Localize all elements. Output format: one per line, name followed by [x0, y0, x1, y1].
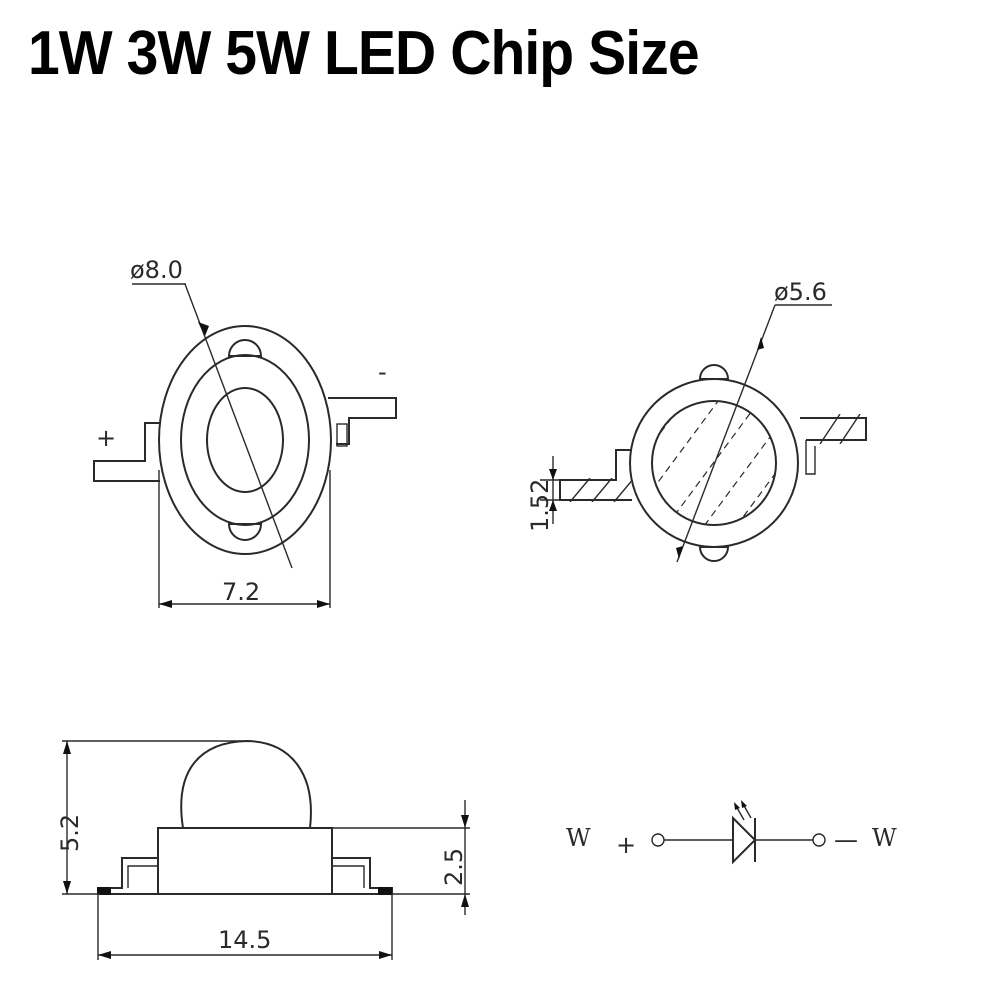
- angled-view: ø5.6 1.52: [526, 278, 867, 563]
- angled-view-bottom-notch: [698, 546, 730, 562]
- top-view-right-lead: [328, 397, 397, 445]
- top-view-width-label: 7.2: [222, 578, 260, 606]
- top-view-width-arrow-right: [317, 600, 330, 608]
- top-view-width-arrow-left: [159, 600, 172, 608]
- top-view-lens: [206, 387, 284, 493]
- symbol-plus-sign: +: [616, 831, 636, 859]
- led-circuit-symbol: W + — W: [566, 800, 897, 865]
- minus-sign: -: [378, 358, 387, 386]
- base-height-label: 2.5: [440, 848, 468, 886]
- plus-sign: +: [96, 424, 116, 452]
- side-view-body: [157, 827, 333, 895]
- angled-view-diameter-label: ø5.6: [774, 278, 827, 306]
- height-label: 5.2: [56, 814, 84, 852]
- length-arrow-right: [379, 951, 392, 959]
- side-view-right-lead-inner: [332, 865, 365, 888]
- top-view-right-tab: [336, 423, 348, 447]
- lead-thickness-arrow-bottom: [549, 500, 557, 511]
- angled-view-right-lead: [800, 417, 867, 441]
- angled-view-leader-arrow-bottom: [676, 546, 683, 559]
- angled-view-lens-hatching: [652, 401, 776, 525]
- top-view-left-lead: [93, 422, 160, 482]
- lead-thickness-label: 1.52: [526, 479, 554, 532]
- base-height-arrow-top: [461, 815, 469, 828]
- angled-view-top-notch: [698, 364, 730, 380]
- height-arrow-top: [63, 741, 71, 754]
- lead-thickness-arrow-top: [549, 469, 557, 480]
- side-view-dome: [180, 739, 312, 829]
- light-emission-icon: [734, 800, 752, 821]
- angled-view-right-tab: [805, 440, 816, 475]
- top-view-diameter-label: ø8.0: [130, 256, 183, 284]
- angled-view-lens: [651, 400, 777, 526]
- top-view-leader-arrow: [198, 322, 209, 336]
- led-diode-icon: [732, 815, 757, 865]
- symbol-left-label: W: [566, 824, 591, 852]
- height-arrow-bottom: [63, 881, 71, 894]
- symbol-right-terminal: [812, 833, 826, 847]
- side-view-right-foot: [378, 887, 392, 895]
- symbol-minus-sign: —: [834, 826, 858, 854]
- symbol-right-label: W: [872, 824, 897, 852]
- symbol-left-terminal: [651, 833, 665, 847]
- angled-view-leader-arrow-top: [757, 337, 764, 350]
- top-view-inner-ring: [180, 354, 310, 526]
- top-view-bottom-notch: [227, 523, 263, 541]
- side-view-left-lead-inner: [127, 865, 158, 888]
- top-view-outer-ring: [158, 325, 332, 555]
- length-arrow-left: [98, 951, 111, 959]
- top-view-top-notch: [227, 339, 263, 357]
- side-view-left-foot: [97, 887, 111, 895]
- base-height-arrow-bottom: [461, 894, 469, 907]
- length-label: 14.5: [218, 926, 271, 954]
- side-view: 5.2 2.5 14.5: [56, 739, 470, 960]
- top-view: ø8.0 + - 7.2: [93, 256, 397, 608]
- page-title: 1W 3W 5W LED Chip Size: [28, 19, 700, 88]
